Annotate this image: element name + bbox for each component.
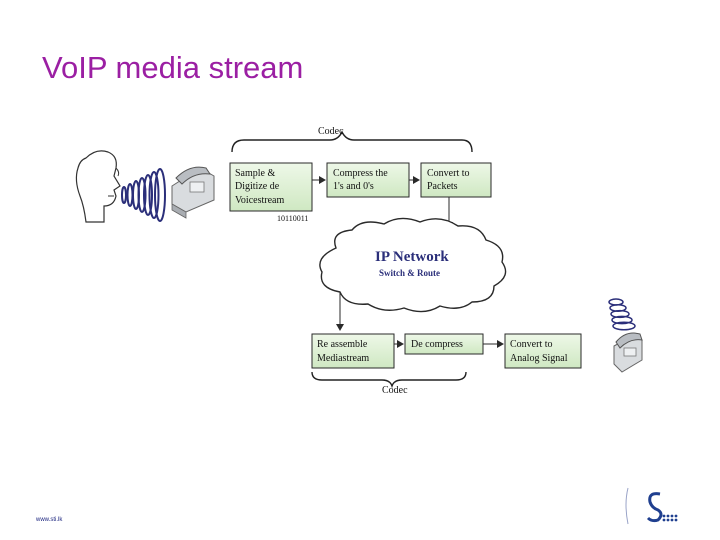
box-compress: Compress the 1's and 0's	[326, 162, 410, 198]
codec-brace-bottom	[311, 371, 467, 389]
box-packets-line1: Convert to	[427, 168, 470, 179]
box-sample-digitize: Sample & Digitize de Voicestream	[229, 162, 313, 212]
sound-wave-icon	[608, 298, 636, 331]
sound-wave-icon	[121, 168, 166, 222]
box-analog-line1: Convert to	[510, 339, 553, 350]
box-analog-line2: Analog Signal	[510, 353, 568, 364]
box-compress-line2: 1's and 0's	[333, 181, 374, 192]
binary-label: 10110011	[277, 214, 308, 223]
box-reassemble-line1: Re assemble	[317, 339, 368, 350]
person-head-icon	[75, 150, 121, 223]
box-sample-line1: Sample &	[235, 168, 275, 179]
company-logo	[625, 487, 678, 525]
box-decompress: De compress	[404, 333, 484, 355]
slide-title: VoIP media stream	[42, 50, 304, 85]
box-compress-line1: Compress the	[333, 168, 388, 179]
ip-network-cloud	[319, 217, 507, 313]
network-subtitle: Switch & Route	[379, 268, 440, 278]
box-decompress-line1: De compress	[411, 339, 463, 350]
codec-label-bottom: Codec	[382, 385, 408, 396]
box-reassemble-line2: Mediastream	[317, 353, 369, 364]
box-convert-packets: Convert to Packets	[420, 162, 492, 198]
telephone-icon	[171, 166, 215, 219]
box-convert-analog: Convert to Analog Signal	[504, 333, 582, 369]
box-sample-line3: Voicestream	[235, 195, 284, 206]
footer-url: www.sti.lk	[36, 517, 63, 523]
box-packets-line2: Packets	[427, 181, 458, 192]
box-sample-line2: Digitize de	[235, 181, 280, 192]
box-reassemble: Re assemble Mediastream	[311, 333, 395, 369]
codec-brace-top	[231, 130, 473, 153]
codec-label-top: Codec	[318, 126, 344, 137]
network-title: IP Network	[375, 249, 449, 265]
telephone-icon	[613, 332, 643, 373]
